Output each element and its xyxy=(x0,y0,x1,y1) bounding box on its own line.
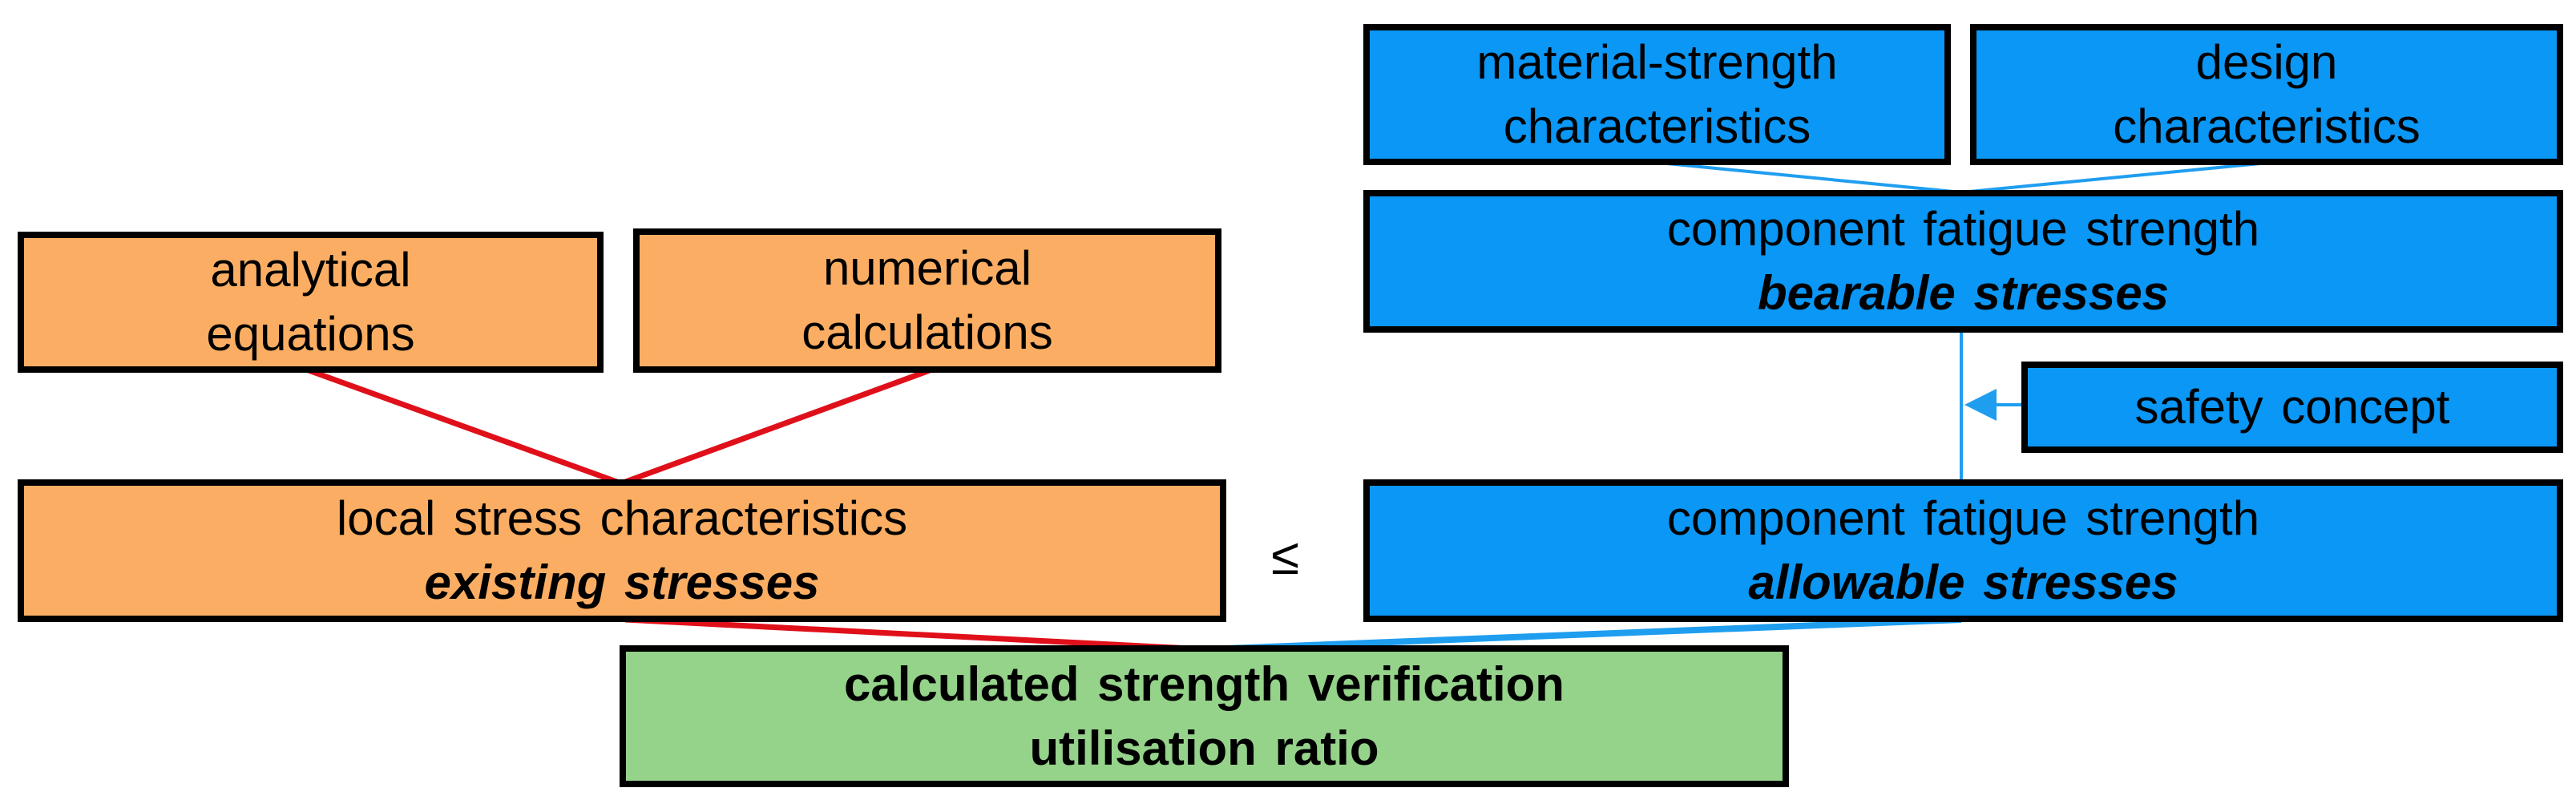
bearable-stresses-label: bearable stresses xyxy=(1757,266,2169,320)
local-stress-box: local stress characteristics existing st… xyxy=(18,479,1226,622)
connector-material-to-bearable xyxy=(1658,161,1962,194)
allowable-stresses-label: allowable stresses xyxy=(1748,556,2178,609)
verification-title: calculated strength verification xyxy=(844,657,1565,711)
bearable-stresses-box: component fatigue strength bearable stre… xyxy=(1363,190,2563,333)
analytical-line1: analytical xyxy=(210,243,411,297)
connector-analytical-to-local xyxy=(307,367,623,487)
allowable-title: component fatigue strength xyxy=(1666,491,2260,545)
numerical-calculations-box: numerical calculations xyxy=(633,228,1221,373)
material-line1: material-strength xyxy=(1476,35,1838,89)
material-strength-box: material-strength characteristics xyxy=(1363,24,1951,165)
connector-design-to-bearable xyxy=(1960,161,2269,194)
allowable-stresses-box: component fatigue strength allowable str… xyxy=(1363,479,2563,622)
strength-verification-box: calculated strength verification utilisa… xyxy=(620,645,1789,787)
design-line1: design xyxy=(2195,35,2338,89)
analytical-line2: equations xyxy=(206,307,415,361)
numerical-line1: numerical xyxy=(822,241,1032,295)
safety-concept-box: safety concept xyxy=(2021,362,2563,453)
material-line2: characteristics xyxy=(1503,99,1811,153)
less-equal-symbol: ≤ xyxy=(1271,527,1300,585)
local-stress-title: local stress characteristics xyxy=(336,491,908,545)
design-line2: characteristics xyxy=(2113,99,2421,153)
connector-numerical-to-local xyxy=(620,367,931,487)
bearable-title: component fatigue strength xyxy=(1666,202,2260,256)
utilisation-ratio-label: utilisation ratio xyxy=(1029,721,1379,775)
numerical-line2: calculations xyxy=(801,305,1053,359)
design-characteristics-box: design characteristics xyxy=(1970,24,2563,165)
connector-allowable-to-result xyxy=(1205,616,1962,652)
connector-local-to-result xyxy=(624,616,1207,652)
safety-concept-label: safety concept xyxy=(2134,380,2450,434)
existing-stresses-label: existing stresses xyxy=(424,556,820,609)
analytical-equations-box: analytical equations xyxy=(18,232,604,373)
